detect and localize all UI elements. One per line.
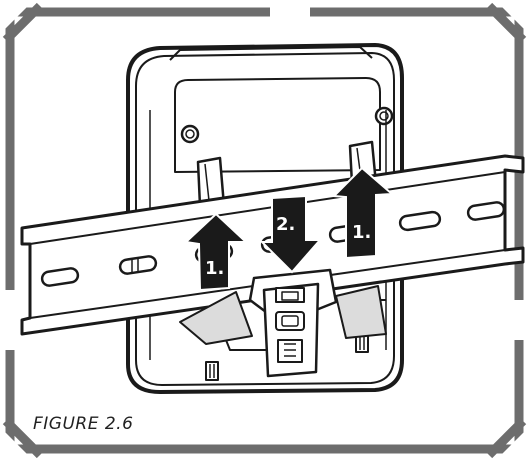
figure-caption: FIGURE 2.6 <box>33 414 134 434</box>
step-label-right: 1. <box>352 222 371 243</box>
arrow-up-icon: 1. <box>331 166 395 260</box>
arrow-up-icon: 1. <box>183 212 249 292</box>
spring-latch <box>262 282 320 378</box>
step-label-left: 1. <box>205 258 224 279</box>
arrow-down-icon: 2. <box>259 194 323 274</box>
step-label-center: 2. <box>276 214 295 235</box>
